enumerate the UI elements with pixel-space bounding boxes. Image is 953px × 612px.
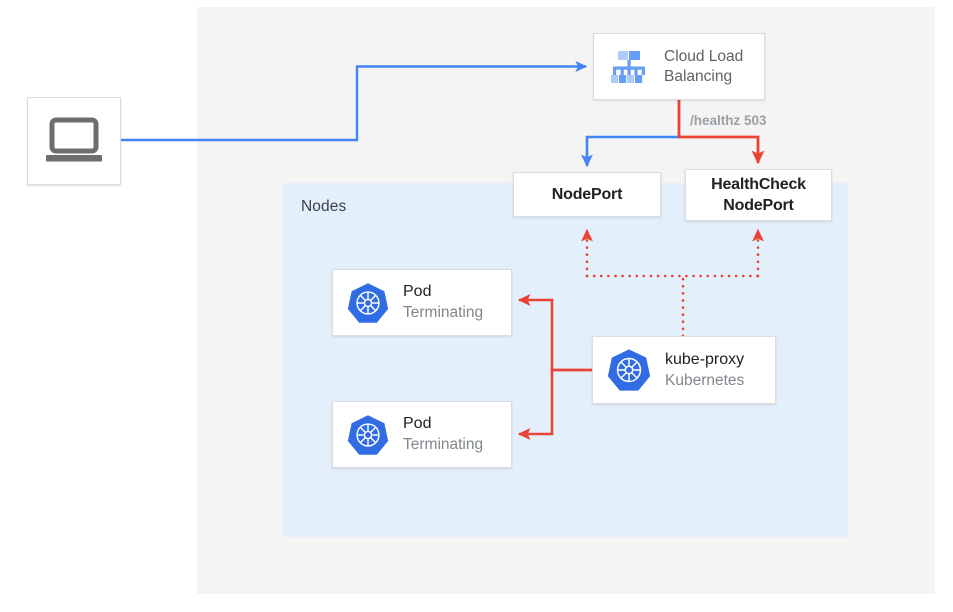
healthcheck-nodeport-node[interactable]: HealthCheck NodePort [685, 169, 832, 221]
kubernetes-icon [347, 282, 389, 324]
cloud-load-balancing-icon [608, 46, 650, 88]
healthcheck-line-1: HealthCheck [711, 176, 806, 193]
kubernetes-icon [347, 414, 389, 456]
clb-subtitle: Balancing [664, 67, 733, 85]
cloud-load-balancing-node[interactable]: Cloud Load Balancing [593, 33, 765, 100]
healthcheck-line-2: NodePort [723, 197, 794, 214]
kube-proxy-subtitle: Kubernetes [665, 371, 745, 389]
nodeport-node[interactable]: NodePort [513, 172, 661, 217]
kube-proxy-title: kube-proxy [665, 350, 745, 368]
pod-1-status: Terminating [403, 304, 484, 321]
pod-2-status: Terminating [403, 436, 484, 453]
laptop-icon [44, 116, 104, 166]
kube-proxy-node[interactable]: kube-proxy Kubernetes [592, 336, 776, 404]
pod-2-node[interactable]: Pod Terminating [332, 401, 512, 468]
pod-1-node[interactable]: Pod Terminating [332, 269, 512, 336]
healthz-edge-label: /healthz 503 [690, 113, 767, 128]
nodeport-label: NodePort [551, 186, 623, 203]
kubernetes-icon [607, 348, 651, 392]
nodes-region-label: Nodes [301, 198, 347, 215]
pod-2-title: Pod [403, 415, 432, 432]
healthcheck-nodeport-label: HealthCheck NodePort [711, 174, 806, 216]
pod-1-title: Pod [403, 283, 432, 300]
clb-title: Cloud Load [664, 47, 744, 65]
client-node[interactable] [27, 97, 121, 185]
